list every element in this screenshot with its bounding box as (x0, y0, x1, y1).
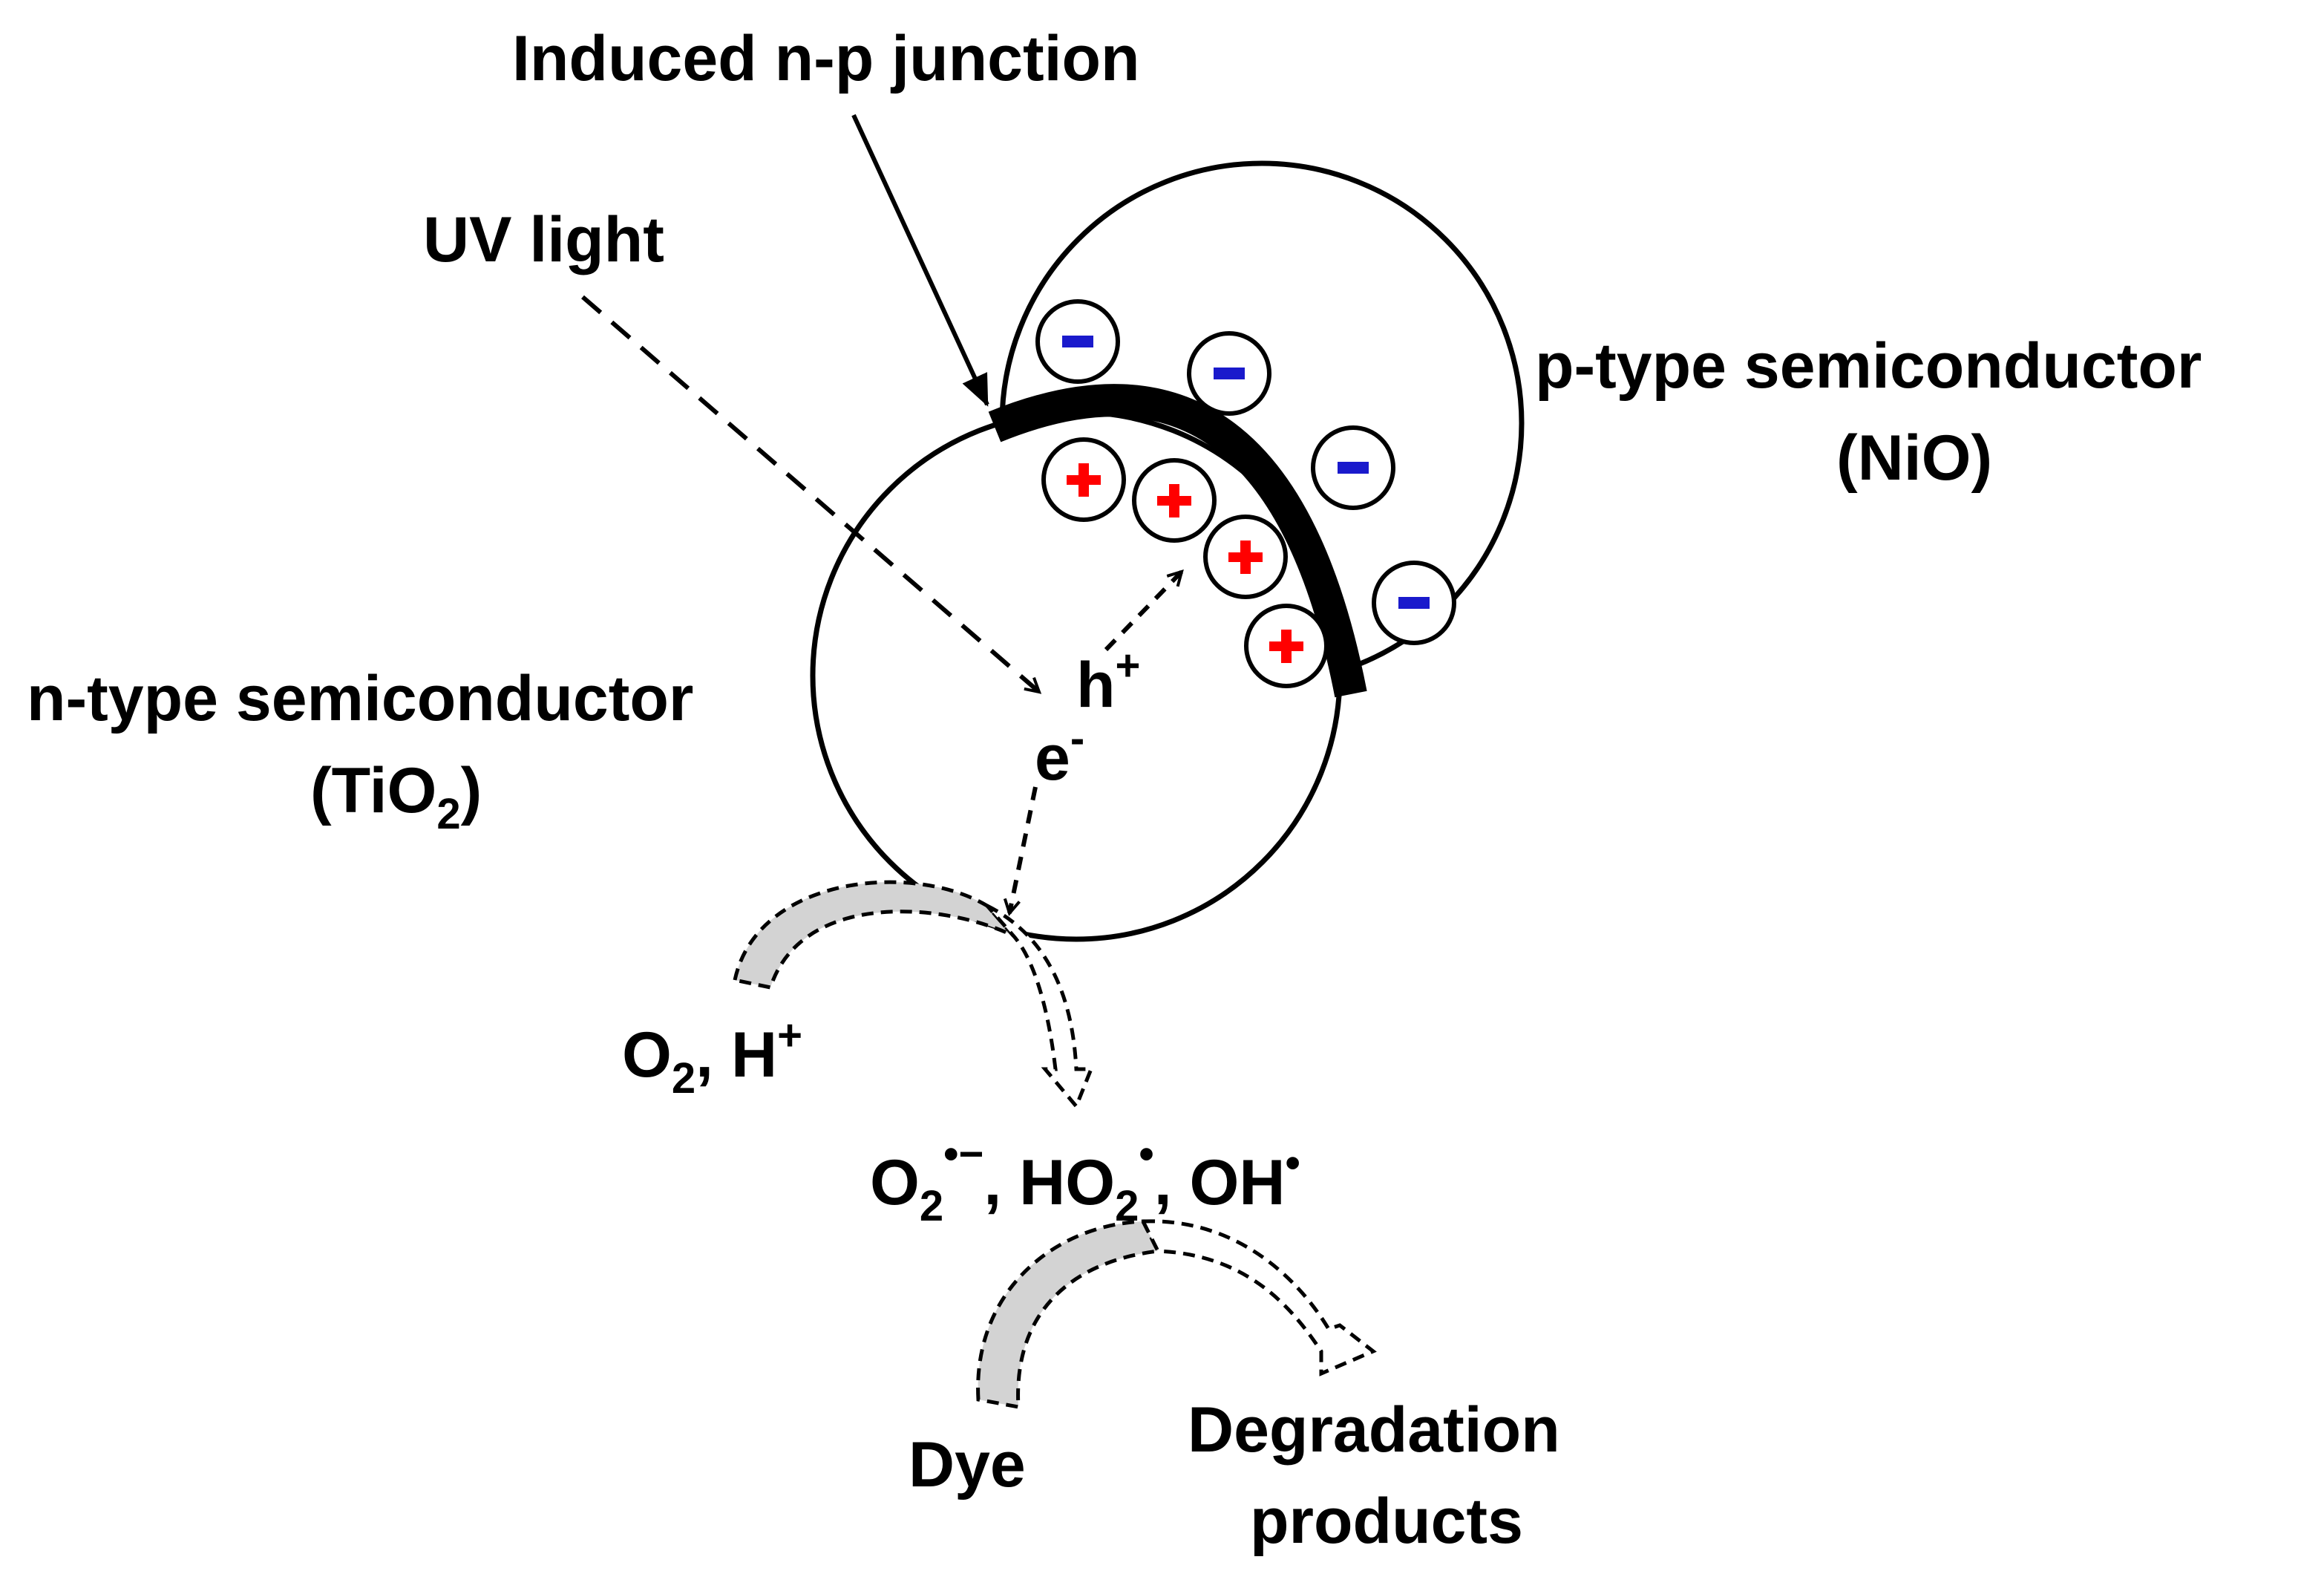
hole-migration-arrow (1104, 572, 1182, 652)
negative-charge (1187, 331, 1271, 416)
ptype-label-line2: (NiO) (1836, 422, 1992, 494)
positive-charge (1203, 515, 1288, 599)
positive-charge (1041, 437, 1126, 522)
ntype-label-line2: (TiO2) (310, 755, 482, 838)
products-label-line1: Degradation (1188, 1394, 1560, 1466)
positive-charges (1041, 437, 1329, 688)
electron-label: e- (1035, 714, 1084, 794)
hole-label: h+ (1076, 641, 1140, 721)
reaction-arrow-2 (976, 1219, 1377, 1410)
positive-charge (1244, 604, 1329, 688)
dye-label: Dye (909, 1429, 1026, 1500)
reactant-label: O2, H+ (622, 1011, 802, 1103)
negative-charge (1311, 425, 1395, 510)
ntype-label-line1: n-type semiconductor (27, 663, 693, 734)
junction-arc (988, 384, 1367, 698)
uv-light-arrow (581, 295, 1039, 692)
uv-light-label: UV light (423, 204, 664, 275)
negative-charge (1035, 299, 1120, 384)
junction-pointer-arrow (851, 114, 989, 407)
positive-charge (1132, 458, 1217, 543)
electron-migration-arrow (1009, 786, 1038, 913)
products-label-line2: products (1250, 1486, 1523, 1557)
junction-label: Induced n-p junction (512, 23, 1140, 94)
ptype-label-line1: p-type semiconductor (1535, 330, 2202, 402)
negative-charge (1372, 561, 1456, 645)
negative-charges (1035, 299, 1456, 645)
radicals-label: O2•−, HO2•, OH• (870, 1130, 1300, 1230)
reaction-arrow-1 (733, 880, 1094, 1110)
